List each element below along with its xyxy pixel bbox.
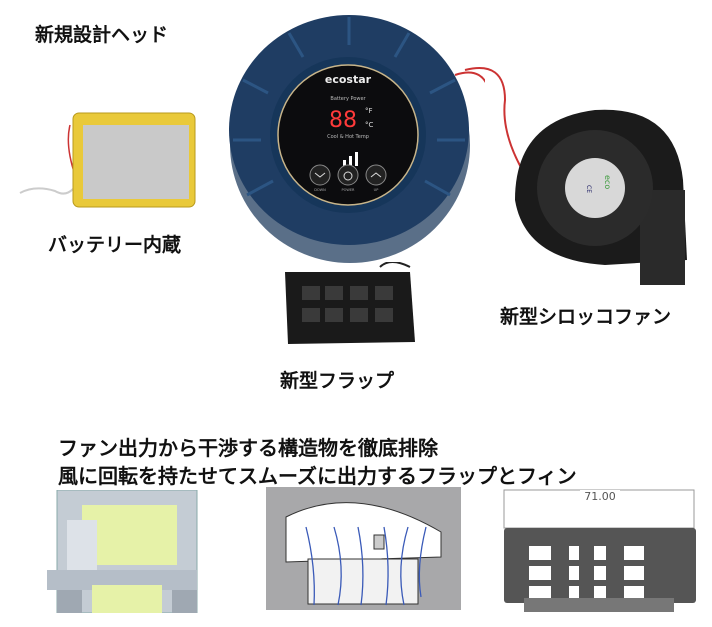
down-button[interactable] — [309, 164, 331, 186]
airflow-diagram-image — [266, 487, 461, 610]
ce-mark: CE — [585, 185, 592, 193]
headline-line2: 風に回転を持たせてスムーズに出力するフラップとフィン — [58, 464, 577, 488]
battery-image — [19, 112, 196, 208]
flap-drawing-image — [503, 489, 696, 612]
down-label: DOWN — [314, 188, 326, 192]
power-button[interactable] — [337, 164, 359, 186]
unit-c: °C — [365, 121, 374, 129]
battery-power-label: Battery Power — [330, 96, 366, 102]
blower-fan-image: eco CE — [464, 67, 687, 285]
flap-label: 新型フラップ — [280, 370, 395, 392]
head-label: 新規設計ヘッド — [35, 24, 169, 46]
flap-image — [285, 262, 415, 344]
mode-label: Cool & Hot Temp — [327, 134, 369, 140]
power-label: POWER — [342, 188, 356, 192]
up-label: UP — [374, 188, 379, 192]
temp-display: 88 — [329, 108, 357, 133]
headline-line1: ファン出力から干渉する構造物を徹底排除 — [58, 436, 438, 460]
dimension-label: 71.00 — [580, 490, 620, 503]
brand-logo: ecostar — [325, 73, 372, 86]
unit-f: °F — [365, 107, 373, 115]
cad-section-image — [47, 490, 198, 613]
fan-label: 新型シロッコファン — [500, 306, 672, 328]
head-device-image: ecostar Battery Power 88 °F °C Cool & Ho… — [229, 15, 485, 263]
fan-brand: eco — [603, 175, 612, 189]
up-button[interactable] — [365, 164, 387, 186]
battery-label: バッテリー内蔵 — [48, 234, 182, 256]
